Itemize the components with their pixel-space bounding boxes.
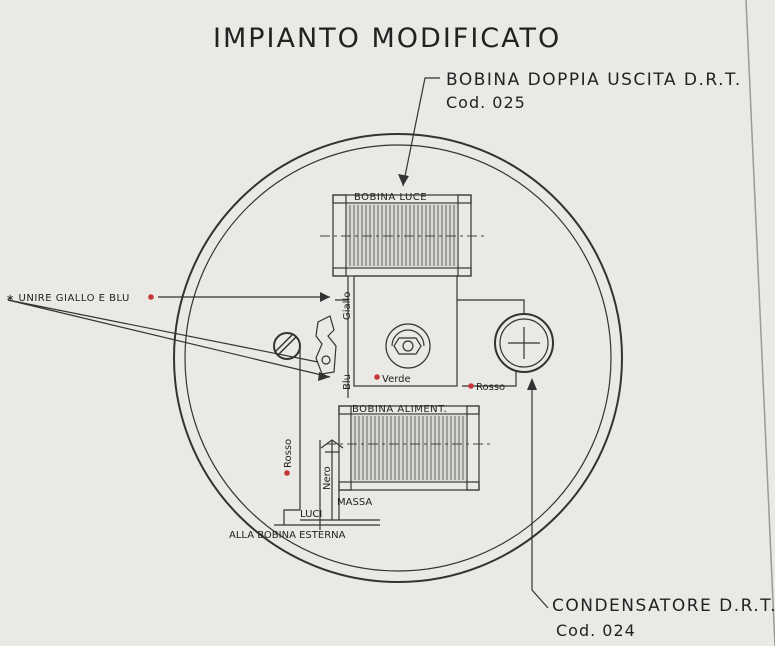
diagram-title: IMPIANTO MODIFICATO: [213, 23, 561, 54]
light-coil: [320, 194, 486, 277]
marker-dot-join: [148, 294, 154, 300]
wire-label-verde: Verde: [382, 374, 411, 385]
label-luci: LUCI: [300, 509, 322, 520]
marker-dot-verde: [374, 374, 380, 380]
stator-inner-circle: [184, 144, 612, 572]
supply-coil-label: BOBINA ALIMENT.: [352, 404, 447, 415]
stator-outer-circle: [173, 133, 623, 583]
condenser-component: [494, 313, 554, 373]
light-coil-label: BOBINA LUCE: [354, 192, 427, 203]
sheet-edge: [745, 0, 775, 646]
label-massa: MASSA: [337, 497, 372, 508]
cam-hub: [385, 323, 431, 369]
breaker-arm: [315, 315, 337, 375]
wire-label-rosso-left: Rosso: [283, 439, 294, 468]
central-plate: [353, 275, 458, 387]
label-external-coil: ALLA BOBINA ESTERNA: [229, 530, 346, 541]
condenser-callout-line1: CONDENSATORE D.R.T.: [552, 596, 775, 616]
wire-label-blu: Blu: [342, 374, 353, 390]
condenser-callout-line2: Cod. 024: [556, 621, 636, 640]
wiring: [274, 276, 525, 530]
marker-dot-rosso-right: [468, 383, 474, 389]
join-note: ∗ UNIRE GIALLO E BLU: [6, 293, 130, 304]
breaker-pivot: [321, 355, 331, 365]
callout-leaders: [7, 77, 549, 609]
wire-label-rosso-right: Rosso: [476, 382, 505, 393]
coil-callout-line1: BOBINA DOPPIA USCITA D.R.T.: [446, 70, 742, 90]
left-screw: [273, 332, 301, 360]
supply-coil: [326, 405, 490, 491]
coil-callout-line2: Cod. 025: [446, 93, 526, 112]
wire-label-nero: Nero: [322, 466, 333, 490]
wire-label-giallo: Giallo: [342, 292, 353, 320]
marker-dot-rosso-left: [284, 470, 290, 476]
